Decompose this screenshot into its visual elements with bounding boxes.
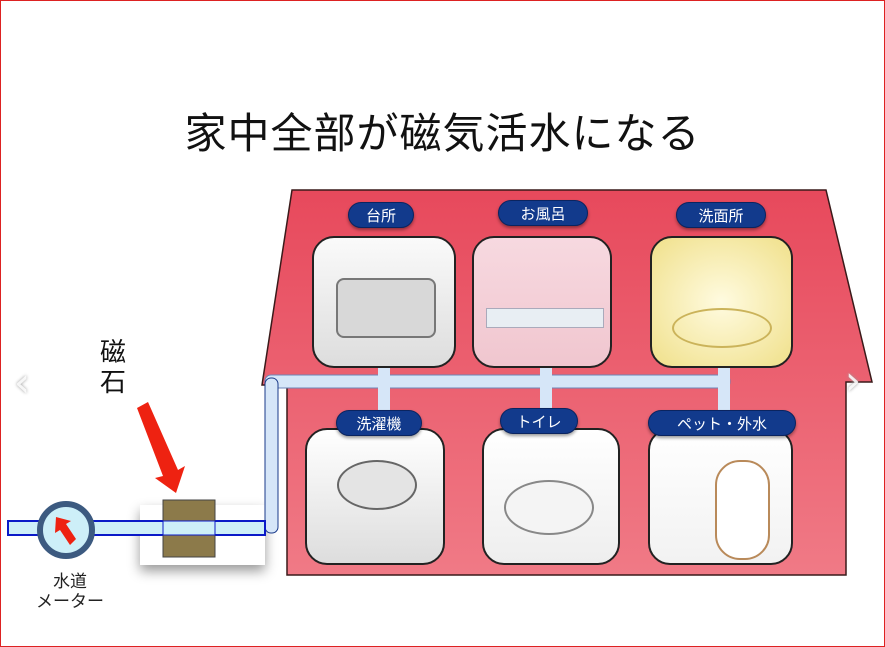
dog-illustration [715, 460, 770, 560]
carousel-prev-button[interactable]: ‹ [14, 360, 30, 406]
house-pipe-horizontal [264, 374, 731, 389]
toilet-image [482, 428, 620, 565]
bath-image [472, 236, 612, 368]
room-label-kitchen: 台所 [348, 202, 414, 228]
magnet-arrow-icon [137, 402, 185, 493]
room-label-pet-outdoor: ペット・外水 [648, 410, 796, 436]
house-pipe-vertical [264, 377, 279, 534]
room-label-toilet: トイレ [500, 408, 578, 434]
slide-title: 家中全部が磁気活水になる [184, 109, 701, 158]
room-label-washroom: 洗面所 [676, 202, 766, 228]
magnet-label: 磁石 [100, 338, 127, 398]
carousel-next-button[interactable]: › [845, 358, 861, 404]
room-label-bath: お風呂 [498, 200, 588, 226]
pet-outdoor-image [648, 428, 793, 565]
kitchen-image [312, 236, 456, 368]
room-label-washing-machine: 洗濯機 [336, 410, 422, 436]
washroom-image [650, 236, 793, 368]
meter-arrow-icon [55, 517, 76, 545]
washing-machine-image [305, 428, 445, 565]
water-meter-label: 水道メーター [36, 572, 104, 612]
